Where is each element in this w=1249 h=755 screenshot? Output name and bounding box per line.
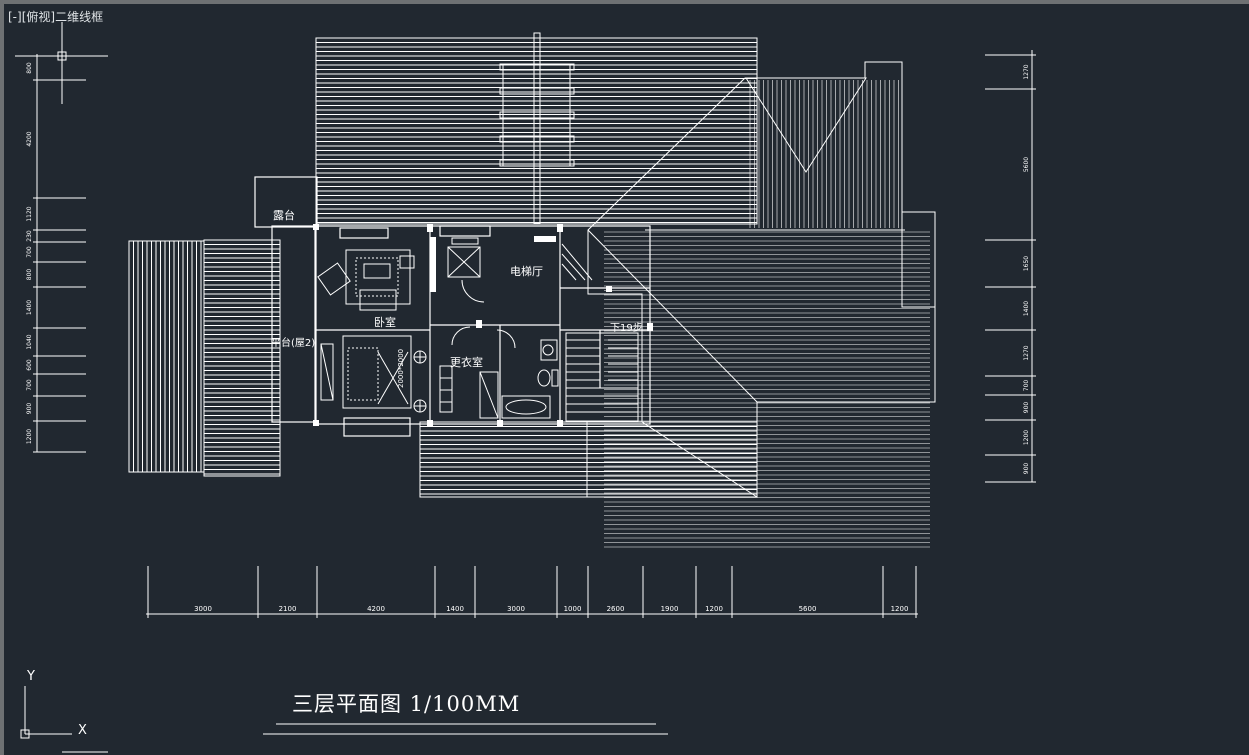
dim-label: 1040: [26, 334, 33, 349]
roof-bottom: [419, 421, 758, 498]
dim-label: 800: [26, 62, 33, 74]
dim-label: 1200: [1023, 430, 1030, 445]
dim-label: 1000: [564, 605, 582, 613]
ucs-y-label: Y: [26, 669, 35, 684]
roof-right: [254, 61, 936, 548]
dim-label: 1650: [1023, 256, 1030, 271]
dim-label: 700: [26, 246, 33, 258]
dim-label: 4200: [26, 131, 33, 146]
view-cube-button[interactable]: [俯视]: [21, 10, 56, 24]
title-underline: [263, 723, 668, 735]
dim-label: 5600: [799, 605, 817, 613]
dim-label: 4200: [367, 605, 385, 613]
ucs-x-label: X: [78, 723, 87, 738]
dim-label: 900: [26, 403, 33, 415]
visual-style-button[interactable]: 二维线框: [55, 10, 104, 24]
label-platform: 平台(屋2): [271, 336, 315, 349]
dim-label: 1200: [705, 605, 723, 613]
dim-label: 900: [1023, 402, 1030, 414]
label-bedroom: 卧室: [374, 315, 396, 329]
dim-label: 3000: [507, 605, 525, 613]
dim-label: 900: [1023, 463, 1030, 475]
bath-fixtures: [439, 279, 559, 419]
wall-posts: [313, 224, 653, 426]
viewport-controls: [-][俯视]二维线框: [8, 10, 103, 24]
dim-label: 600: [26, 359, 33, 371]
roof-top: [315, 37, 758, 225]
bedroom-furniture: [317, 249, 427, 413]
dim-label: 5600: [1023, 157, 1030, 172]
dim-label: 700: [26, 379, 33, 391]
dim-label: 230: [26, 230, 33, 242]
dim-label: 3000: [194, 605, 212, 613]
bottom-dimension-ticks: 3000 2100 4200 1400 3000 1000 2600 1900 1200 5600…: [147, 566, 917, 618]
left-dimension-ticks: 800 4200 1120 230 700 800 1400 1040 600 700 900 120…: [26, 55, 86, 453]
roof-left-2: [203, 239, 281, 477]
dim-label: 1400: [446, 605, 464, 613]
dim-label: 1400: [26, 300, 33, 315]
elevator: [447, 237, 481, 278]
label-terrace: 露台: [273, 208, 295, 222]
ucs-icon: [20, 686, 108, 753]
room-labels: 露台 卧室 电梯厅 平台(屋2) 更衣室 下19步 2000*2000: [271, 208, 643, 388]
roof-ladder: [499, 32, 575, 224]
label-dressing: 更衣室: [450, 355, 483, 369]
label-stairs-down: 下19步: [610, 322, 643, 334]
dim-label: 1200: [891, 605, 909, 613]
dim-label: 1120: [26, 206, 33, 221]
roof-left-1: [128, 240, 205, 473]
dim-label: 2100: [279, 605, 297, 613]
viewport-menu-button[interactable]: [-]: [8, 10, 22, 24]
dim-label: 700: [1023, 380, 1030, 392]
right-dimension-ticks: 1270 5600 1650 1400 1270 700 900 1200 900: [985, 54, 1036, 483]
dim-label: 800: [26, 269, 33, 281]
dim-label: 1900: [661, 605, 679, 613]
staircase: [561, 243, 639, 422]
dim-label: 1270: [1023, 345, 1030, 360]
drawing-title: 三层平面图 1/100MM: [292, 692, 521, 716]
roof-areas: [128, 32, 936, 548]
dim-label: 1400: [1023, 301, 1030, 316]
label-elevator-hall: 电梯厅: [510, 265, 543, 278]
dim-label: 2600: [607, 605, 625, 613]
dim-label: 1200: [26, 429, 33, 444]
dim-label: 1270: [1023, 64, 1030, 79]
label-bed-size: 2000*2000: [397, 349, 405, 388]
